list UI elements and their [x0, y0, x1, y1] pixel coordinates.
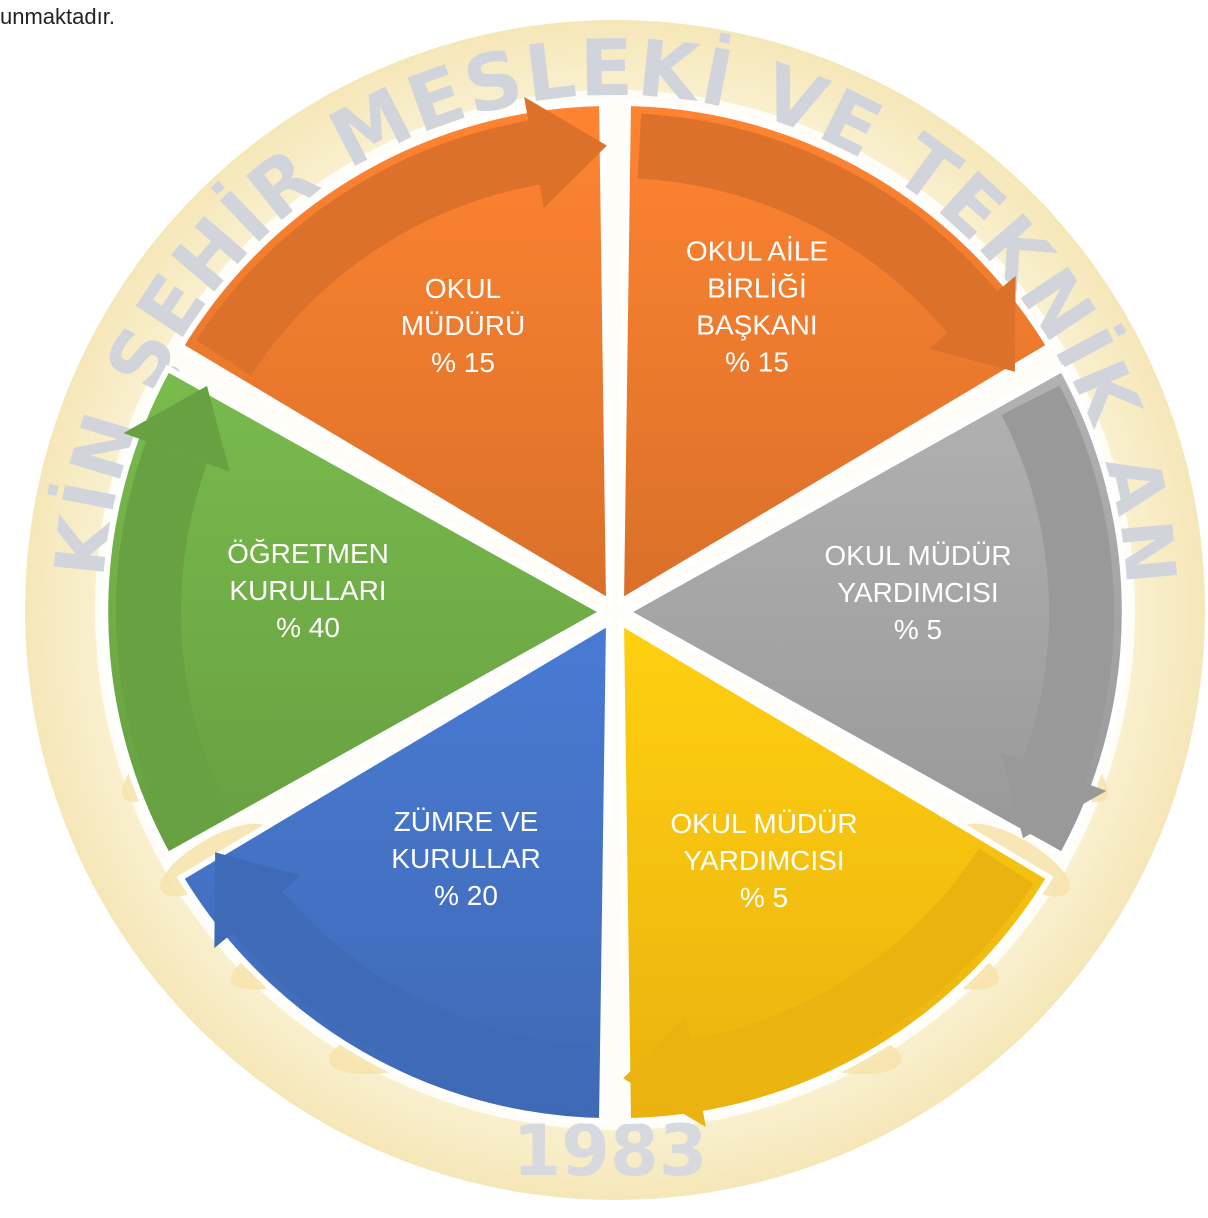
segment-label-zumre-ve-kurullar-line-2: KURULLAR — [391, 843, 540, 874]
segment-label-okul-mudur-yardimcisi-2-line-1: OKUL MÜDÜR — [670, 808, 857, 839]
body-text-fragment: unmaktadır. — [0, 4, 115, 29]
arrowhead-okul-aile-birligi-baskani — [929, 275, 1016, 372]
arrows-group — [116, 96, 1114, 1128]
segment-label-okul-mudur-yardimcisi-1-line-3: % 5 — [894, 614, 942, 645]
segment-label-okul-mudur-yardimcisi-1-line-2: YARDIMCISI — [837, 577, 998, 608]
watermark-year: 1983 — [513, 1110, 708, 1192]
segment-label-zumre-ve-kurullar-line-1: ZÜMRE VE — [394, 806, 539, 837]
arrow-track-okul-mudur-yardimcisi-2 — [690, 848, 1034, 1104]
segments-group — [102, 99, 1128, 1125]
segment-label-okul-muduru-line-1: OKUL — [425, 273, 501, 304]
arrow-track-okul-muduru — [196, 120, 540, 376]
segment-label-okul-aile-birligi-baskani-line-2: BİRLİĞİ — [707, 273, 807, 304]
arrowhead-okul-mudur-yardimcisi-1 — [1000, 752, 1107, 839]
arrowhead-okul-muduru — [524, 96, 607, 209]
segment-label-okul-aile-birligi-baskani-line-4: % 15 — [725, 347, 789, 378]
segment-label-okul-mudur-yardimcisi-2-line-3: % 5 — [740, 882, 788, 913]
labels-group: OKUL MÜDÜRÜ % 15 OKUL AİLE BİRLİĞİ BAŞKANI % 1… — [227, 236, 1011, 914]
segment-label-ogretmen-kurullari-line-3: % 40 — [276, 612, 340, 643]
segment-label-okul-aile-birligi-baskani-line-3: BAŞKANI — [696, 310, 817, 341]
arrow-track-okul-aile-birligi-baskani — [637, 113, 998, 334]
arrowhead-ogretmen-kurullari — [123, 385, 230, 472]
arrowhead-zumre-ve-kurullar — [214, 852, 301, 949]
arrow-track-zumre-ve-kurullar — [232, 890, 593, 1111]
arrowhead-okul-mudur-yardimcisi-2 — [623, 1015, 706, 1128]
arrow-track-okul-mudur-yardimcisi-1 — [1001, 385, 1114, 783]
segment-label-ogretmen-kurullari-line-2: KURULLARI — [229, 575, 386, 606]
segment-label-okul-mudur-yardimcisi-2-line-2: YARDIMCISI — [683, 845, 844, 876]
segment-label-okul-aile-birligi-baskani-line-1: OKUL AİLE — [686, 236, 828, 267]
segment-label-ogretmen-kurullari-line-1: ÖĞRETMEN — [227, 538, 389, 569]
segment-label-okul-muduru-line-2: MÜDÜRÜ — [401, 310, 525, 341]
segment-label-zumre-ve-kurullar-line-3: % 20 — [434, 880, 498, 911]
segment-label-okul-muduru-line-3: % 15 — [431, 347, 495, 378]
arrow-track-ogretmen-kurullari — [116, 441, 229, 839]
segment-label-okul-mudur-yardimcisi-1-line-1: OKUL MÜDÜR — [824, 540, 1011, 571]
